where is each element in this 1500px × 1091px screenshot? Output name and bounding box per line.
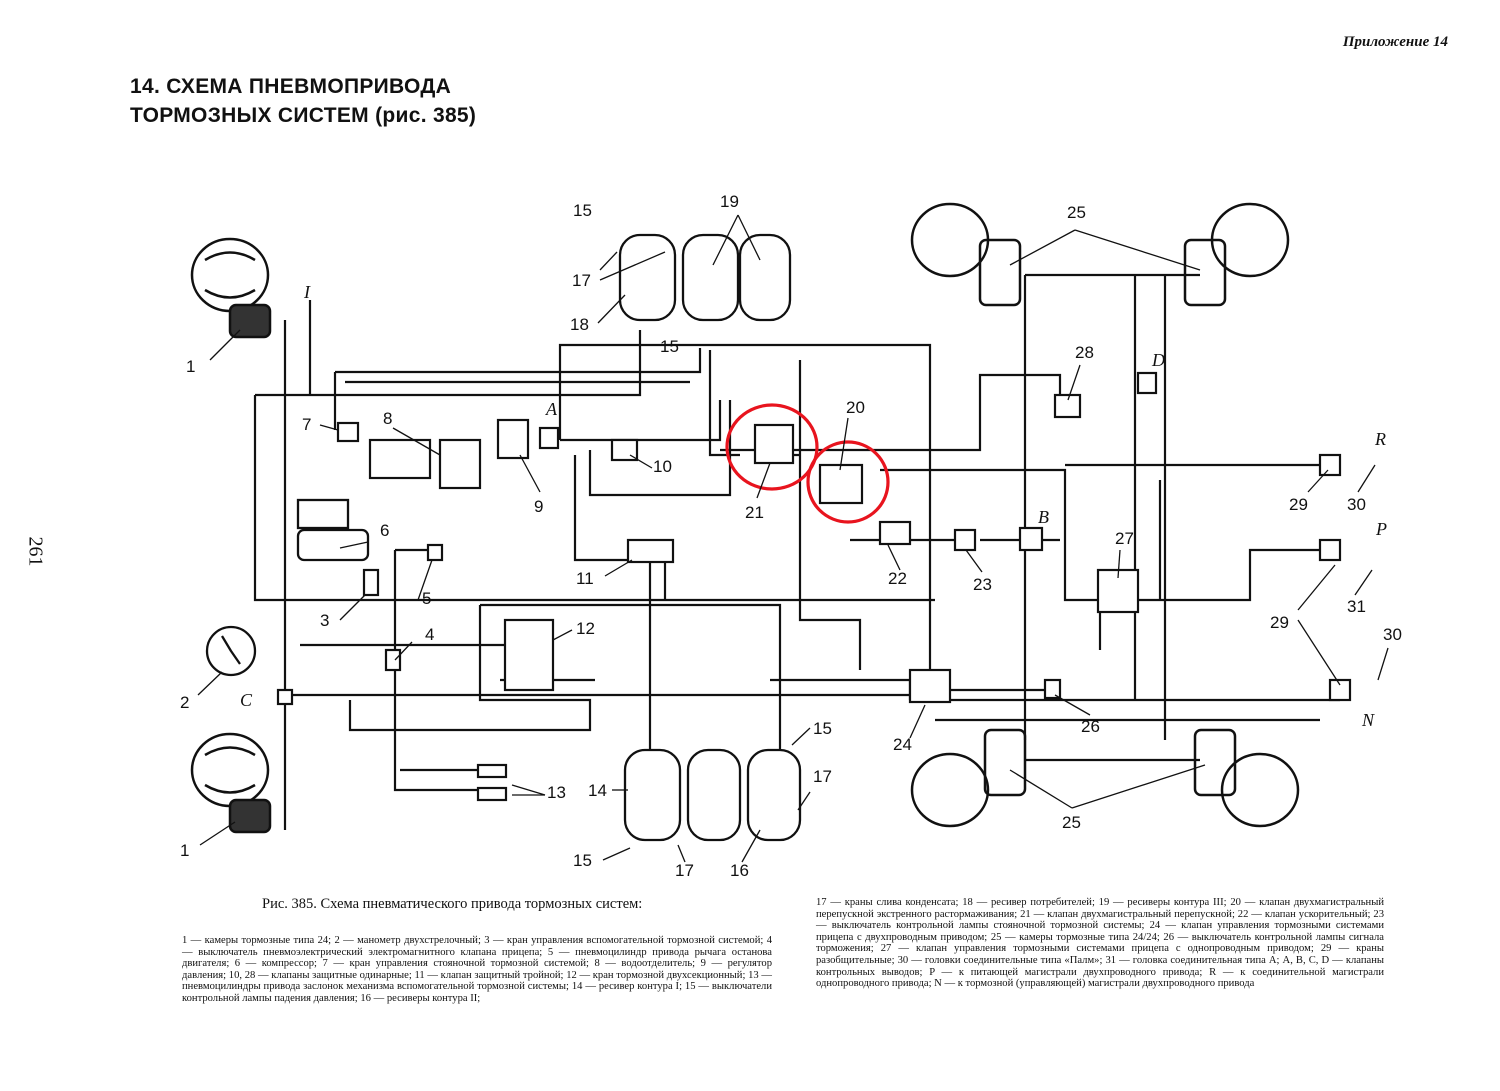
- label-1-top: 1: [186, 357, 195, 376]
- valve-blocks: [276, 371, 1352, 802]
- label-19: 19: [720, 192, 739, 211]
- label-30-bottom: 30: [1383, 625, 1402, 644]
- label-17-bottom: 17: [675, 861, 694, 880]
- figure-caption: Рис. 385. Схема пневматического привода …: [262, 896, 643, 912]
- appendix-label: Приложение 14: [1342, 34, 1448, 50]
- label-15-top: 15: [573, 201, 592, 220]
- label-17-top: 17: [572, 271, 591, 290]
- label-28: 28: [1075, 343, 1094, 362]
- label-17-right: 17: [813, 767, 832, 786]
- label-30-top: 30: [1347, 495, 1366, 514]
- label-C: C: [240, 690, 253, 710]
- label-4: 4: [425, 625, 434, 644]
- highlight-valve-20: [806, 440, 890, 524]
- label-29-bottom: 29: [1270, 613, 1289, 632]
- label-2: 2: [180, 693, 189, 712]
- label-24: 24: [893, 735, 912, 754]
- legend-right: 17 — краны слива конденсата; 18 — ресиве…: [816, 897, 1384, 990]
- receivers-bottom: [623, 748, 802, 842]
- receivers-top: [618, 233, 792, 322]
- label-13: 13: [547, 783, 566, 802]
- compressor: [296, 498, 370, 562]
- label-R: R: [1374, 429, 1386, 449]
- legend-left: 1 — камеры тормозные типа 24; 2 — маноме…: [182, 935, 772, 1004]
- brake-chamber-top-rear-right: [1183, 202, 1290, 307]
- label-I: I: [303, 282, 311, 302]
- label-14: 14: [588, 781, 607, 800]
- pipe-lines: [253, 273, 1340, 830]
- label-27: 27: [1115, 529, 1134, 548]
- label-18: 18: [570, 315, 589, 334]
- label-16: 16: [730, 861, 749, 880]
- label-1-bottom: 1: [180, 841, 189, 860]
- title-line-1: 14. СХЕМА ПНЕВМОПРИВОДА: [130, 75, 452, 98]
- label-N: N: [1361, 710, 1375, 730]
- highlight-valve-21: [725, 403, 819, 491]
- label-A: A: [545, 399, 558, 419]
- brake-chamber-bottom-left: [190, 732, 272, 834]
- leader-lines: [197, 214, 1389, 863]
- label-12: 12: [576, 619, 595, 638]
- label-15-mid: 15: [660, 337, 679, 356]
- label-15-bottom: 15: [573, 851, 592, 870]
- label-26: 26: [1081, 717, 1100, 736]
- label-7: 7: [302, 415, 311, 434]
- brake-chamber-top-left: [190, 237, 272, 339]
- label-8: 8: [383, 409, 392, 428]
- label-25-top: 25: [1067, 203, 1086, 222]
- pressure-gauge: [205, 625, 257, 677]
- label-D: D: [1151, 350, 1165, 370]
- label-11: 11: [576, 569, 594, 588]
- label-21: 21: [745, 503, 764, 522]
- label-3: 3: [320, 611, 329, 630]
- pneumatic-scheme-diagram: 1 1 2 3 4 5 6 7 8 9 10 11 12 13 14 15 15…: [180, 192, 1402, 880]
- label-29-top: 29: [1289, 495, 1308, 514]
- highlight-marks: [725, 403, 890, 524]
- brake-chamber-bottom-rear-right: [1193, 728, 1300, 828]
- label-9: 9: [534, 497, 543, 516]
- label-25-bottom: 25: [1062, 813, 1081, 832]
- label-15-right: 15: [813, 719, 832, 738]
- label-31: 31: [1347, 597, 1366, 616]
- brake-chamber-top-rear-left: [910, 202, 1022, 307]
- label-5: 5: [422, 589, 431, 608]
- title-line-2: ТОРМОЗНЫХ СИСТЕМ (рис. 385): [130, 104, 477, 127]
- label-23: 23: [973, 575, 992, 594]
- brake-chamber-bottom-rear-left: [910, 728, 1027, 828]
- label-P: P: [1375, 519, 1387, 539]
- page-title: 14. СХЕМА ПНЕВМОПРИВОДА ТОРМОЗНЫХ СИСТЕМ…: [130, 72, 476, 130]
- label-20: 20: [846, 398, 865, 417]
- label-6: 6: [380, 521, 389, 540]
- label-22: 22: [888, 569, 907, 588]
- label-B: B: [1038, 507, 1049, 527]
- label-10: 10: [653, 457, 672, 476]
